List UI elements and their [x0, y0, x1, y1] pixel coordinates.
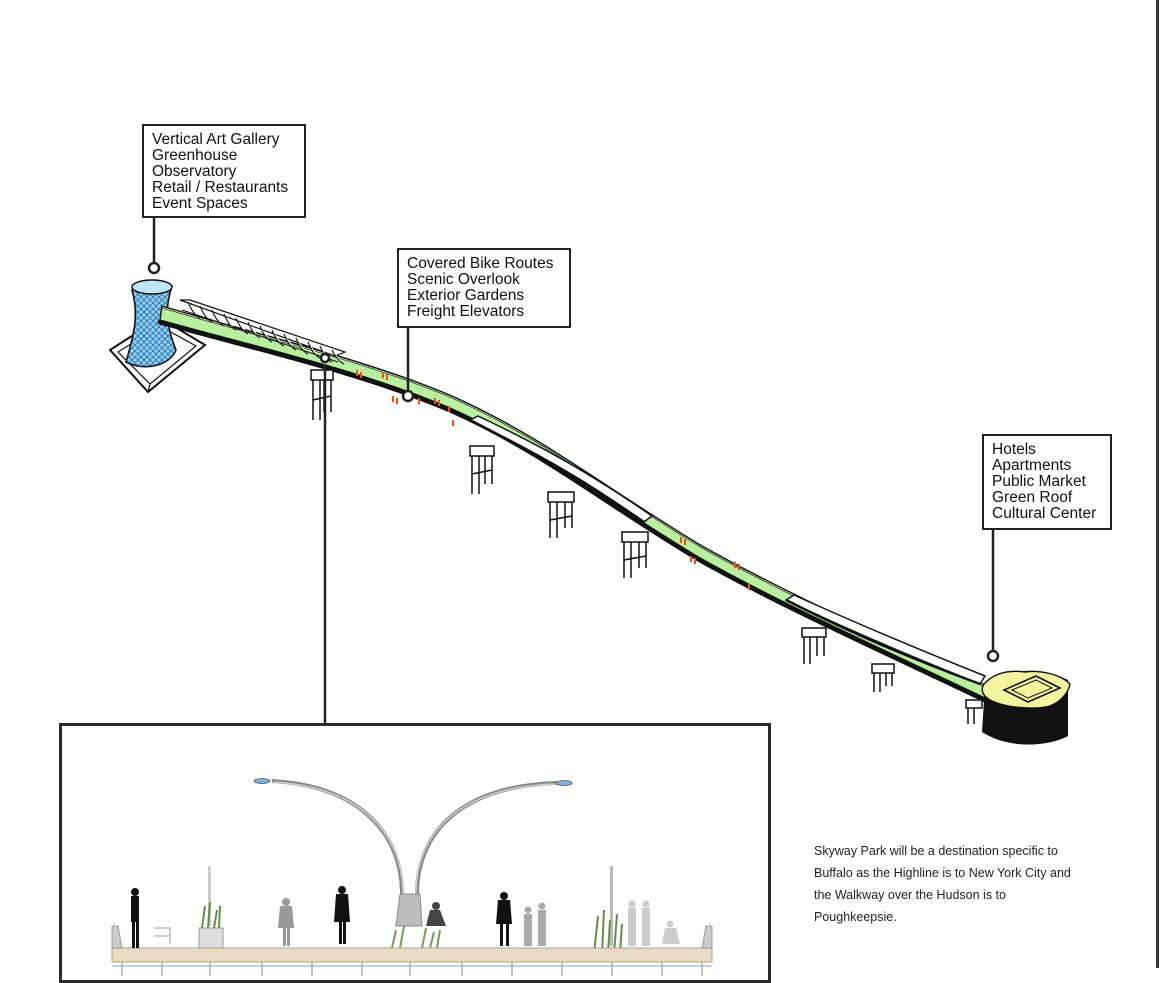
bridge-program-item: Freight Elevators	[407, 303, 525, 320]
double-street-lamp	[253, 778, 573, 927]
person-standing	[131, 888, 139, 948]
bridge-program-item: Scenic Overlook	[407, 271, 520, 288]
covered-walkway-2	[784, 594, 987, 686]
walkers-grey	[524, 902, 546, 946]
bridge-deck	[157, 305, 988, 703]
bridge-program-item: Covered Bike Routes	[407, 255, 554, 272]
tower-program-item: Observatory	[152, 163, 237, 180]
pier-7	[965, 699, 983, 724]
center-planting	[391, 925, 441, 949]
end-program-item: Apartments	[992, 457, 1072, 474]
deck-beams	[121, 962, 703, 976]
covered-walkway-1	[468, 415, 654, 524]
tower-program-item: Event Spaces	[152, 195, 248, 212]
observation-tower	[125, 279, 177, 368]
deck-section-detail	[59, 723, 771, 983]
end-program-item: Green Roof	[992, 489, 1073, 506]
end-program-item: Hotels	[992, 441, 1036, 458]
callout-leaders	[147, 218, 1000, 723]
people-markers	[356, 370, 750, 590]
light-pole-right	[610, 866, 613, 946]
end-program-item: Public Market	[992, 473, 1086, 490]
rail-posts	[113, 922, 711, 948]
bridge-program-item: Exterior Gardens	[407, 287, 525, 304]
end-program-item: Cultural Center	[992, 505, 1097, 522]
pier-6	[871, 663, 895, 692]
end-program-callout: Hotels Apartments Public Market Green Ro…	[982, 434, 1112, 530]
pedestrian-figures	[131, 886, 680, 948]
planter-right	[593, 909, 623, 955]
end-building	[981, 670, 1071, 745]
pier-2	[469, 445, 495, 494]
pier-3	[547, 491, 575, 538]
pier-4	[621, 531, 649, 578]
tower-program-callout: Vertical Art Gallery Greenhouse Observat…	[142, 124, 306, 218]
walkers-light	[628, 900, 680, 946]
deck-section-drawing	[111, 778, 713, 976]
project-description: Skyway Park will be a destination specif…	[814, 844, 1071, 924]
person-sitting	[426, 902, 446, 926]
bench	[154, 927, 171, 944]
tower-program-item: Retail / Restaurants	[152, 179, 289, 196]
bridge-piers	[310, 369, 983, 724]
tower-program-item: Vertical Art Gallery	[152, 131, 280, 148]
runner	[496, 892, 512, 946]
bridge-program-callout: Covered Bike Routes Scenic Overlook Exte…	[397, 248, 571, 328]
tower-program-item: Greenhouse	[152, 147, 238, 164]
cyclist-black	[334, 886, 350, 944]
light-pole-left	[208, 866, 211, 926]
pier-1	[310, 369, 334, 420]
cyclist-grey	[278, 898, 294, 946]
pier-5	[801, 627, 827, 664]
sheet-right-border	[1156, 0, 1159, 968]
